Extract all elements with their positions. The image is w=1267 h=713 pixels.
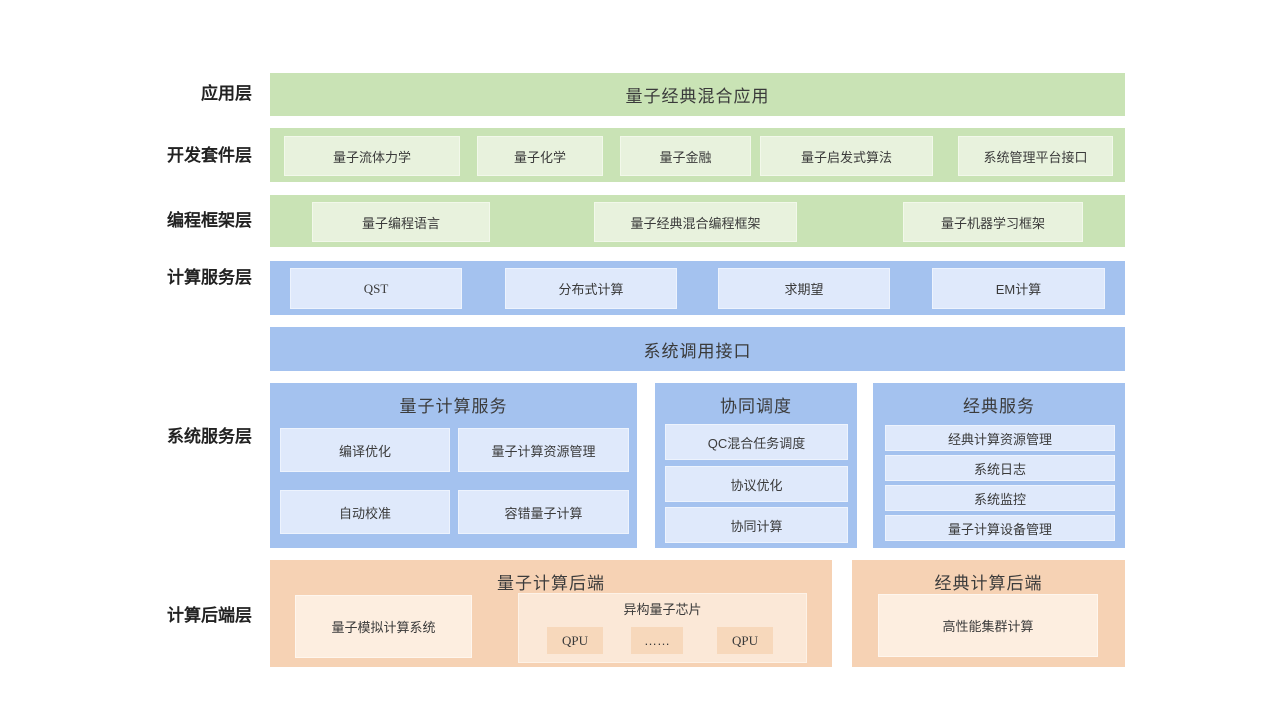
coordination-box-qc-hybrid-task-scheduling: QC混合任务调度 [665,424,848,460]
backend-band-quantum: 量子计算后端 量子模拟计算系统 异构量子芯片 QPU …… QPU [270,560,832,667]
classical-backend-title: 经典计算后端 [934,574,1043,593]
framework-band: 量子编程语言 量子经典混合编程框架 量子机器学习框架 [270,195,1125,247]
classical-service-group-title: 经典服务 [963,397,1035,416]
backend-band-classical: 经典计算后端 高性能集群计算 [852,560,1125,667]
coordination-box-protocol-optimization: 协议优化 [665,466,848,502]
framework-box-hybrid-programming-framework: 量子经典混合编程框架 [594,202,797,242]
classical-service-box-system-monitoring: 系统监控 [885,485,1115,511]
coordination-group-title: 协同调度 [720,397,792,416]
quantum-service-box-fault-tolerant-computing: 容错量子计算 [458,490,629,534]
chip-box-qpu-1: QPU [547,627,603,654]
classical-backend-box-hpc-cluster: 高性能集群计算 [878,594,1098,657]
chip-box-ellipsis: …… [631,627,683,654]
dev-suite-box-quantum-heuristic-algorithms: 量子启发式算法 [760,136,933,176]
quantum-service-box-compile-optimization: 编译优化 [280,428,450,472]
dev-suite-box-quantum-fluid-dynamics: 量子流体力学 [284,136,460,176]
application-band: 量子经典混合应用 [270,73,1125,116]
heterogeneous-quantum-chip-group: 异构量子芯片 QPU …… QPU [518,593,807,663]
syscall-band: 系统调用接口 [270,327,1125,371]
quantum-service-box-resource-management: 量子计算资源管理 [458,428,629,472]
application-band-title: 量子经典混合应用 [625,87,770,106]
layer-label-framework: 编程框架层 [167,211,252,230]
dev-suite-band: 量子流体力学 量子化学 量子金融 量子启发式算法 系统管理平台接口 [270,128,1125,182]
compute-service-box-distributed-computing: 分布式计算 [505,268,677,309]
quantum-service-group-title: 量子计算服务 [399,397,508,416]
syscall-band-title: 系统调用接口 [643,341,752,361]
classical-service-box-resource-management: 经典计算资源管理 [885,425,1115,451]
layer-label-dev-suite: 开发套件层 [167,146,252,165]
compute-service-box-qst: QST [290,268,462,309]
layer-label-system-service: 系统服务层 [167,427,252,446]
layer-label-compute-service: 计算服务层 [167,268,252,287]
compute-service-box-em-computing: EM计算 [932,268,1105,309]
layer-label-application: 应用层 [201,84,252,103]
dev-suite-box-system-management-platform-interface: 系统管理平台接口 [958,136,1113,176]
system-service-group-classical: 经典服务 经典计算资源管理 系统日志 系统监控 量子计算设备管理 [873,383,1125,548]
framework-box-quantum-programming-language: 量子编程语言 [312,202,490,242]
chip-box-qpu-2: QPU [717,627,773,654]
dev-suite-box-quantum-chemistry: 量子化学 [477,136,603,176]
compute-service-band: QST 分布式计算 求期望 EM计算 [270,261,1125,315]
system-service-group-coordination: 协同调度 QC混合任务调度 协议优化 协同计算 [655,383,857,548]
layer-label-backend: 计算后端层 [167,606,252,625]
compute-service-box-expectation: 求期望 [718,268,890,309]
dev-suite-box-quantum-finance: 量子金融 [620,136,751,176]
coordination-box-collaborative-computing: 协同计算 [665,507,848,543]
quantum-backend-box-simulation-system: 量子模拟计算系统 [295,595,472,658]
framework-box-quantum-ml-framework: 量子机器学习框架 [903,202,1083,242]
quantum-backend-title: 量子计算后端 [497,574,605,593]
quantum-service-box-auto-calibration: 自动校准 [280,490,450,534]
classical-service-box-quantum-device-management: 量子计算设备管理 [885,515,1115,541]
classical-service-box-system-log: 系统日志 [885,455,1115,481]
chip-group-title: 异构量子芯片 [623,602,702,617]
system-service-group-quantum: 量子计算服务 编译优化 量子计算资源管理 自动校准 容错量子计算 [270,383,637,548]
